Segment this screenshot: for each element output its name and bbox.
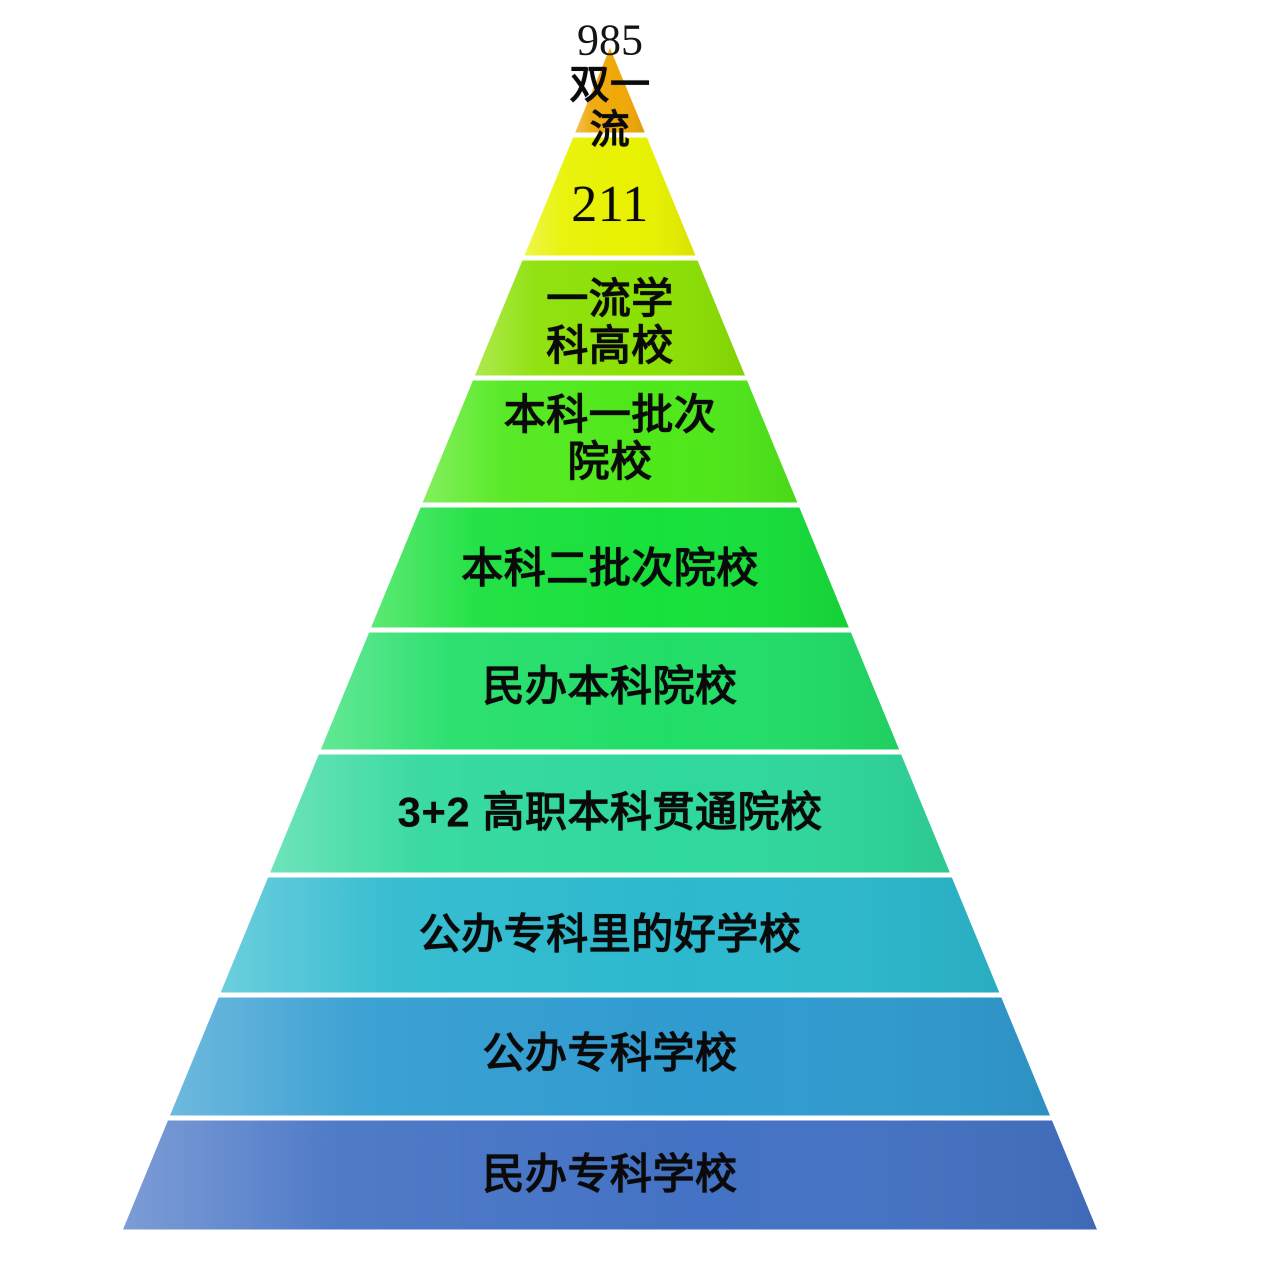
pyramid-tier-9-gloss [170, 997, 1050, 1116]
pyramid-tier-3-gloss [475, 260, 745, 376]
pyramid-tier-6-gloss [320, 632, 900, 750]
pyramid-tier-10-gloss [123, 1120, 1097, 1230]
pyramid-tier-7-gloss [270, 754, 950, 873]
pyramid-tier-4-gloss [422, 380, 798, 503]
pyramid-tier-8-gloss [220, 877, 1000, 993]
pyramid-tier-1-gloss [575, 48, 645, 133]
pyramid-tier-2-gloss [524, 137, 696, 256]
pyramid-tier-5-gloss [371, 507, 849, 628]
